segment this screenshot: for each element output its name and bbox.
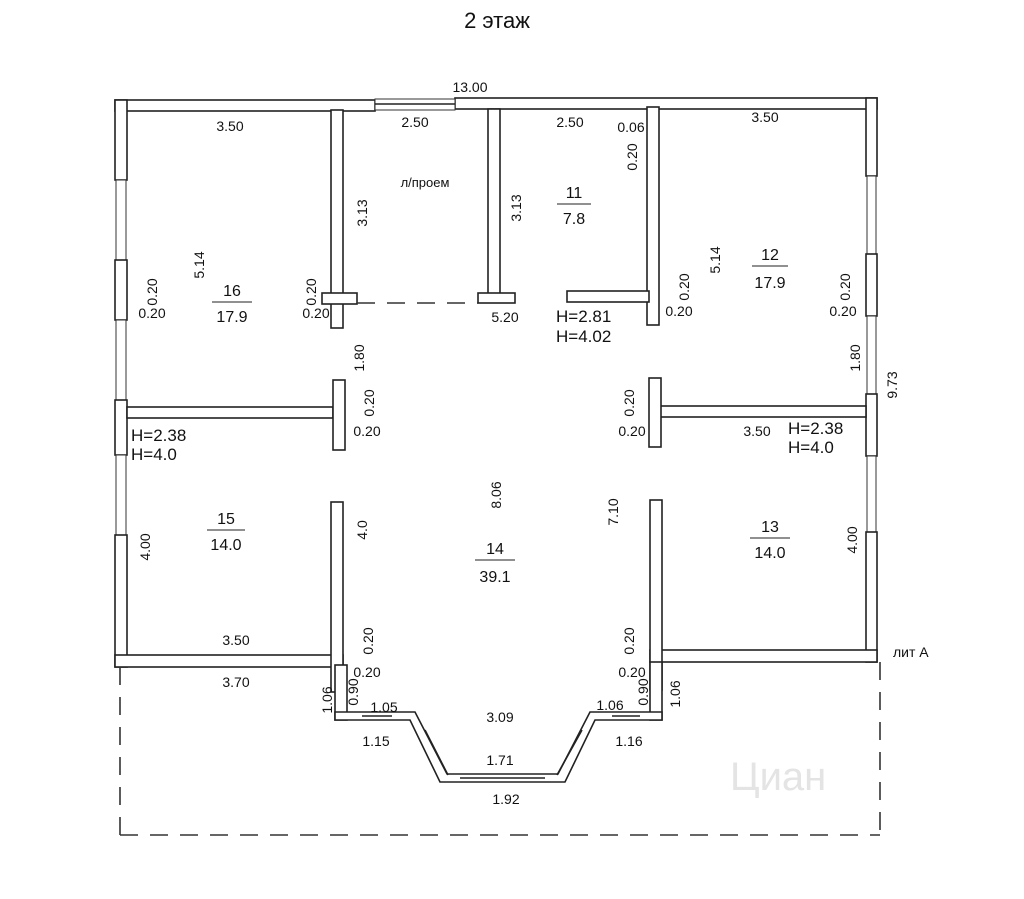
svg-text:3.50: 3.50: [216, 118, 243, 134]
svg-text:0.20: 0.20: [829, 303, 856, 319]
svg-text:0.20: 0.20: [303, 278, 319, 305]
svg-text:0.20: 0.20: [353, 664, 380, 680]
svg-text:H=4.0: H=4.0: [788, 438, 834, 457]
svg-text:0.90: 0.90: [635, 678, 651, 705]
svg-text:0.20: 0.20: [144, 278, 160, 305]
svg-text:0.20: 0.20: [621, 389, 637, 416]
svg-text:0.20: 0.20: [618, 664, 645, 680]
svg-text:H=2.81: H=2.81: [556, 307, 611, 326]
svg-text:0.20: 0.20: [360, 627, 376, 654]
svg-text:1.06: 1.06: [319, 686, 335, 713]
room-12: 12 17.9: [752, 247, 788, 292]
svg-text:0.20: 0.20: [665, 303, 692, 319]
svg-text:1.06: 1.06: [596, 697, 623, 713]
window-left-2: [115, 319, 127, 401]
svg-text:H=4.0: H=4.0: [131, 445, 177, 464]
svg-text:1.80: 1.80: [351, 344, 367, 371]
svg-text:3.50: 3.50: [743, 423, 770, 439]
svg-text:3.13: 3.13: [508, 194, 524, 221]
window-left-3: [115, 454, 127, 536]
svg-text:7.8: 7.8: [563, 211, 585, 228]
room-14: 14 39.1: [475, 541, 515, 586]
room-11: 11 7.8: [557, 185, 591, 228]
window-left-1: [115, 179, 127, 261]
svg-text:15: 15: [217, 511, 235, 528]
site-outline: [119, 662, 881, 836]
svg-text:1.06: 1.06: [667, 680, 683, 707]
svg-text:14.0: 14.0: [210, 537, 241, 554]
svg-text:17.9: 17.9: [216, 309, 247, 326]
svg-text:5.14: 5.14: [191, 251, 207, 278]
svg-text:0.20: 0.20: [676, 273, 692, 300]
interior-walls: [126, 106, 867, 721]
dimension-labels: 13.00 3.50 2.50 2.50 0.06 0.20 3.50 3.13…: [137, 79, 900, 807]
svg-text:0.06: 0.06: [617, 119, 644, 135]
svg-text:16: 16: [223, 283, 241, 300]
svg-text:14.0: 14.0: [754, 545, 785, 562]
page-title: 2 этаж: [464, 8, 530, 33]
svg-text:39.1: 39.1: [479, 569, 510, 586]
svg-text:1.80: 1.80: [847, 344, 863, 371]
svg-text:H=2.38: H=2.38: [131, 426, 186, 445]
svg-text:0.20: 0.20: [302, 305, 329, 321]
svg-text:0.20: 0.20: [618, 423, 645, 439]
svg-text:4.00: 4.00: [844, 526, 860, 553]
svg-text:8.06: 8.06: [488, 481, 504, 508]
svg-text:1.16: 1.16: [615, 733, 642, 749]
svg-text:H=4.02: H=4.02: [556, 327, 611, 346]
svg-text:12: 12: [761, 247, 779, 264]
svg-text:5.14: 5.14: [707, 246, 723, 273]
svg-text:4.0: 4.0: [354, 520, 370, 540]
svg-text:H=2.38: H=2.38: [788, 419, 843, 438]
svg-text:3.13: 3.13: [354, 199, 370, 226]
svg-text:0.20: 0.20: [138, 305, 165, 321]
svg-text:1.15: 1.15: [362, 733, 389, 749]
room-16: 16 17.9: [212, 283, 252, 326]
svg-text:1.05: 1.05: [370, 699, 397, 715]
svg-text:14: 14: [486, 541, 504, 558]
svg-text:0.20: 0.20: [621, 627, 637, 654]
opening-label: л/проем: [401, 175, 450, 190]
window-right-3: [866, 455, 877, 533]
svg-text:13: 13: [761, 519, 779, 536]
svg-text:2.50: 2.50: [556, 114, 583, 130]
svg-text:1.92: 1.92: [492, 791, 519, 807]
building-label: лит А: [893, 644, 929, 660]
svg-text:0.20: 0.20: [361, 389, 377, 416]
svg-text:3.50: 3.50: [751, 109, 778, 125]
bay-window: [334, 711, 663, 783]
svg-text:9.73: 9.73: [884, 371, 900, 398]
window-right-1: [866, 175, 877, 255]
svg-text:17.9: 17.9: [754, 275, 785, 292]
svg-text:3.70: 3.70: [222, 674, 249, 690]
svg-text:7.10: 7.10: [605, 498, 621, 525]
room-15: 15 14.0: [207, 511, 245, 554]
watermark: Циан: [730, 755, 826, 799]
height-labels: H=2.81 H=4.02 H=2.38 H=4.0 H=2.38 H=4.0: [131, 307, 843, 464]
svg-text:0.90: 0.90: [345, 678, 361, 705]
svg-text:13.00: 13.00: [452, 79, 487, 95]
svg-text:3.50: 3.50: [222, 632, 249, 648]
svg-text:4.00: 4.00: [137, 533, 153, 560]
room-13: 13 14.0: [750, 519, 790, 562]
window-right-2: [866, 315, 877, 395]
svg-text:0.20: 0.20: [353, 423, 380, 439]
svg-text:1.71: 1.71: [486, 752, 513, 768]
svg-text:5.20: 5.20: [491, 309, 518, 325]
svg-text:0.20: 0.20: [624, 143, 640, 170]
svg-text:3.09: 3.09: [486, 709, 513, 725]
svg-text:2.50: 2.50: [401, 114, 428, 130]
outer-walls: [114, 97, 878, 668]
svg-text:0.20: 0.20: [837, 273, 853, 300]
svg-text:11: 11: [566, 185, 583, 202]
